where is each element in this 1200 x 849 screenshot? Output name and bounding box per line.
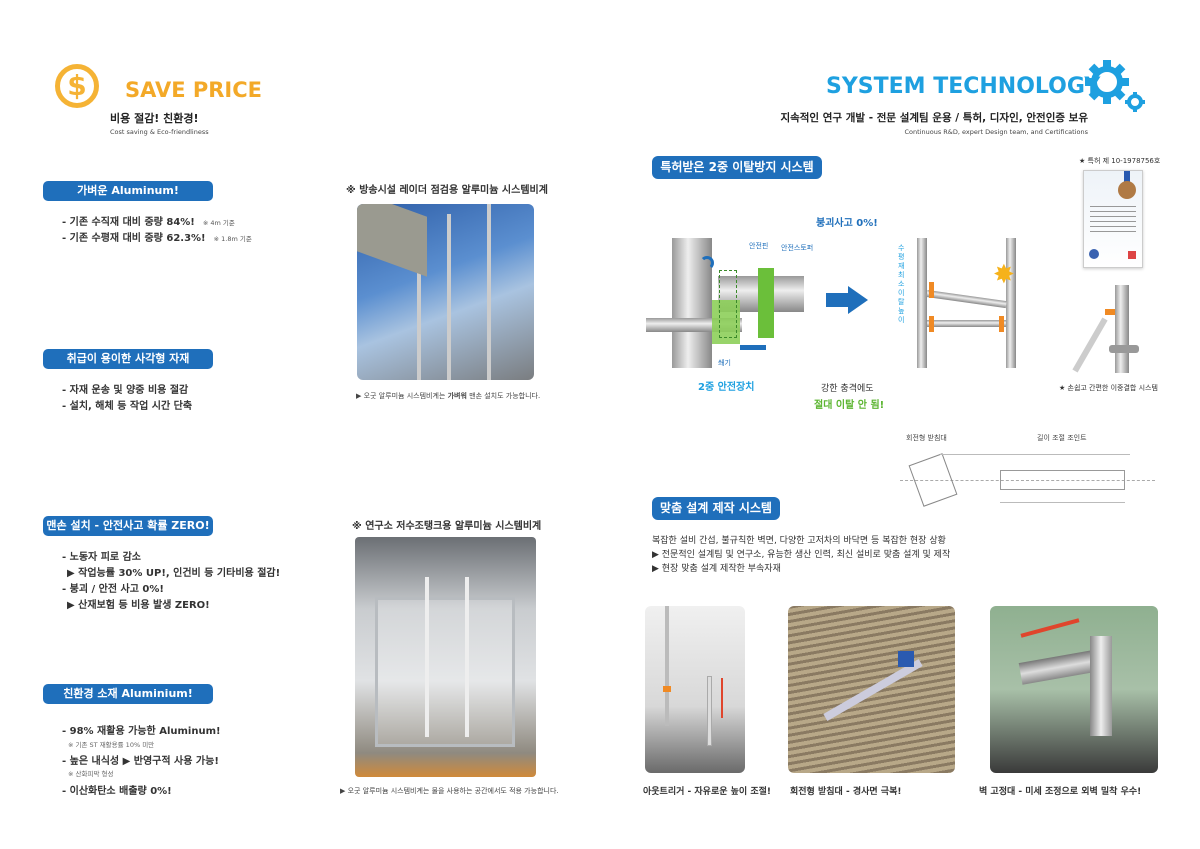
left-subtitle: 비용 절감! 친환경!	[110, 112, 199, 125]
safety-pin-label: 안전핀	[749, 242, 769, 250]
wall-anchor-photo	[990, 606, 1158, 773]
rotating-base-photo	[788, 606, 955, 773]
dashed-box	[719, 270, 737, 338]
bullet-text: - 기존 수평재 대비 중량 62.3%!	[62, 233, 206, 244]
section-pill-custom: 맞춤 설계 제작 시스템	[652, 497, 780, 520]
save-price-title: SAVE PRICE	[125, 78, 262, 102]
dollar-icon: $	[55, 64, 99, 108]
bullet: - 98% 재활용 가능한 Aluminum!	[62, 726, 221, 737]
coupling-caption: ★ 손쉽고 간편한 이중결합 시스템	[1059, 384, 1158, 392]
rotate-arrow-icon	[700, 256, 714, 270]
orange-clamp	[929, 282, 934, 298]
orange-clamp	[929, 316, 934, 332]
caption-bold: 가벼워	[447, 392, 467, 400]
bullet-text: - 기존 수직재 대비 중량 84%!	[62, 217, 195, 228]
case1-caption: ▶ 오굿 알루미늄 시스템비계는 가벼워 맨손 설치도 가능합니다.	[356, 391, 540, 401]
wedge	[712, 300, 740, 344]
impact-burst-icon: ✸	[993, 260, 1015, 290]
caption-text: ▶ 오굿 알루미늄 시스템비계는	[356, 392, 448, 400]
bullet: - 설치, 해체 등 작업 시간 단축	[62, 401, 193, 412]
patent-certificate	[1083, 170, 1143, 268]
safety-stopper	[758, 268, 774, 338]
photo-caption: 벽 고정대 - 미세 조정으로 외벽 밀착 우수!	[979, 787, 1142, 797]
bullet: - 이산화탄소 배출량 0%!	[62, 786, 172, 797]
left-arrow-icon	[740, 345, 766, 350]
left-subtitle-en: Cost saving & Eco-friendliness	[110, 128, 209, 136]
custom-line: 복잡한 설비 간섭, 불규칙한 벽면, 다양한 고저차의 바닥면 등 복잡한 현…	[652, 536, 946, 546]
drawing-label-joint: 길이 조절 조인트	[1037, 434, 1087, 442]
custom-line: ▶ 현장 맞춤 설계 제작한 부속자재	[652, 564, 781, 574]
case1-title: ※ 방송시설 레이더 점검용 알루미늄 시스템비계	[346, 185, 548, 196]
wedge-label: 쐐기	[718, 359, 731, 367]
section-pill-eco: 친환경 소재 Aluminium!	[43, 684, 213, 704]
bullet-sub: ※ 산화피막 형성	[68, 770, 114, 778]
bullet: ▶ 산재보험 등 비용 발생 ZERO!	[67, 600, 210, 611]
bullet: ▶ 작업능률 30% UP!, 인건비 등 기타비용 절감!	[67, 568, 281, 579]
bullet: - 높은 내식성 ▶ 반영구적 사용 가능!	[62, 756, 219, 767]
custom-line: ▶ 전문적인 설계팀 및 연구소, 유능한 생산 인력, 최신 설비로 맞춤 설…	[652, 550, 951, 560]
bullet-sub: ※ 기존 ST 재활용률 10% 미만	[68, 741, 155, 749]
big-arrow-icon	[826, 293, 848, 307]
bullet: - 기존 수직재 대비 중량 84%! ※ 4m 기준	[62, 213, 235, 228]
right-subtitle-en: Continuous R&D, expert Design team, and …	[904, 128, 1089, 136]
coupling-photo	[1072, 285, 1145, 373]
system-technology-title: SYSTEM TECHNOLOGY	[826, 74, 1101, 99]
photo-caption: 회전형 받침대 - 경사면 극복!	[790, 787, 902, 797]
bullet-note: ※ 1.8m 기준	[213, 235, 252, 243]
section-pill-patent: 특허받은 2중 이탈방지 시스템	[652, 156, 822, 179]
caption-text: 맨손 설치도 가능합니다.	[466, 392, 541, 400]
bullet: - 기존 수평재 대비 중량 62.3%! ※ 1.8m 기준	[62, 229, 252, 244]
gear-icon	[1085, 60, 1145, 112]
bullet: - 자재 운송 및 양중 비용 절감	[62, 385, 189, 396]
right-subtitle: 지속적인 연구 개발 - 전문 설계팀 운용 / 특허, 디자인, 안전인증 보…	[780, 112, 1088, 124]
collapse-zero: 붕괴사고 0%!	[816, 218, 878, 229]
case2-photo	[355, 537, 536, 777]
impact-label: 강한 충격에도	[821, 384, 874, 394]
case1-photo	[357, 204, 534, 380]
vertical-pipe	[1006, 238, 1016, 368]
case2-title: ※ 연구소 저수조탱크용 알루미늄 시스템비계	[352, 521, 542, 532]
bullet-note: ※ 4m 기준	[202, 219, 235, 227]
technical-drawing	[900, 450, 1155, 515]
horizontal-pipe	[927, 320, 1006, 327]
section-pill-safety: 맨손 설치 - 안전사고 확률 ZERO!	[43, 516, 213, 536]
vertical-pipe	[917, 238, 927, 368]
drawing-label-rotating: 회전형 받침대	[906, 434, 947, 442]
safety-stopper-label: 안전스토퍼	[781, 244, 814, 252]
case2-caption: ▶ 오굿 알루미늄 시스템비계는 물을 사용하는 공간에서도 적용 가능합니다.	[340, 787, 559, 795]
orange-clamp	[999, 316, 1004, 332]
patent-number: ★ 특허 제 10-1978756호	[1079, 157, 1161, 165]
double-safety-label: 2중 안전장치	[698, 382, 755, 393]
section-pill-square: 취급이 용이한 사각형 자재	[43, 349, 213, 369]
photo-caption: 아웃트리거 - 자유로운 높이 조절!	[643, 787, 772, 797]
outrigger-photo	[645, 606, 745, 773]
section-pill-aluminum: 가벼운 Aluminum!	[43, 181, 213, 201]
min-height-label: 수평재 최소 이탈높이	[898, 244, 905, 324]
bullet: - 붕괴 / 안전 사고 0%!	[62, 584, 164, 595]
horizontal-pipe-tilted	[926, 290, 1007, 309]
never-detach-label: 절대 이탈 안 됨!	[814, 400, 885, 411]
bullet: - 노동자 피로 감소	[62, 552, 141, 563]
big-arrow-head	[848, 286, 868, 314]
